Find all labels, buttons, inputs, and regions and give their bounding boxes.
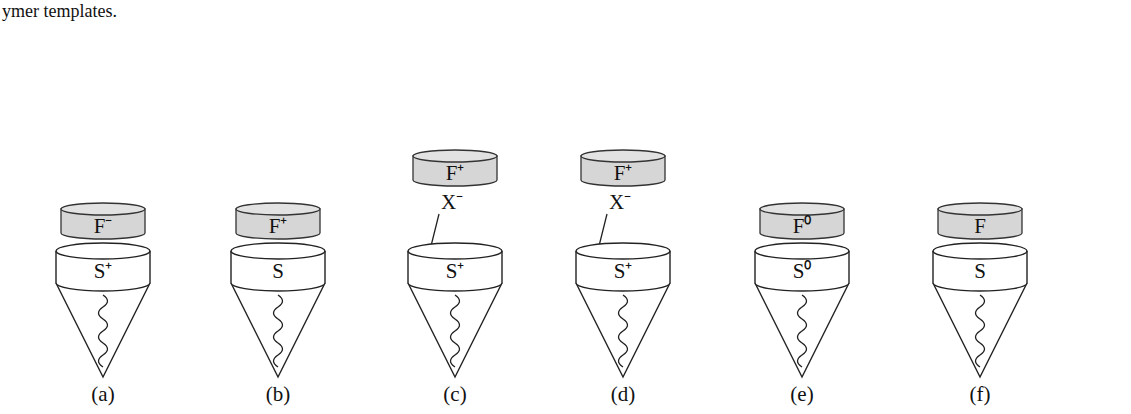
guest-disk: F⁻ bbox=[61, 203, 145, 239]
guest-label: F⁺ bbox=[413, 162, 497, 184]
host-cone: S bbox=[230, 243, 326, 378]
panel-letter: (e) bbox=[790, 382, 813, 407]
counter-ion: X⁻ bbox=[609, 190, 631, 215]
guest-label: F bbox=[938, 215, 1022, 237]
host-cone: S⁺ bbox=[407, 243, 503, 378]
panel-letter: (b) bbox=[266, 382, 291, 407]
host-label: S⁰ bbox=[754, 259, 850, 283]
host-cone: S⁺ bbox=[55, 243, 151, 378]
guest-label: F⁺ bbox=[581, 162, 665, 184]
guest-label: F⁻ bbox=[61, 215, 145, 237]
guest-label: F⁺ bbox=[236, 215, 320, 237]
guest-disk: F⁺ bbox=[581, 150, 665, 186]
guest-disk: F⁺ bbox=[413, 150, 497, 186]
guest-label: F⁰ bbox=[760, 215, 844, 237]
text-fragment: ymer templates. bbox=[2, 0, 117, 22]
host-label: S bbox=[932, 259, 1028, 283]
host-cone: S⁺ bbox=[575, 243, 671, 378]
host-label: S bbox=[230, 259, 326, 283]
host-cone: S bbox=[932, 243, 1028, 378]
bond-line bbox=[431, 214, 439, 246]
host-label: S⁺ bbox=[575, 259, 671, 283]
panel-letter: (a) bbox=[91, 382, 114, 407]
panel-letter: (f) bbox=[970, 382, 991, 407]
guest-disk: F bbox=[938, 203, 1022, 239]
counter-ion: X⁻ bbox=[441, 190, 463, 215]
bond-line bbox=[599, 214, 607, 246]
host-label: S⁺ bbox=[55, 259, 151, 283]
guest-disk: F⁺ bbox=[236, 203, 320, 239]
panel-letter: (c) bbox=[443, 382, 466, 407]
host-cone: S⁰ bbox=[754, 243, 850, 378]
host-label: S⁺ bbox=[407, 259, 503, 283]
panel-letter: (d) bbox=[611, 382, 636, 407]
guest-disk: F⁰ bbox=[760, 203, 844, 239]
